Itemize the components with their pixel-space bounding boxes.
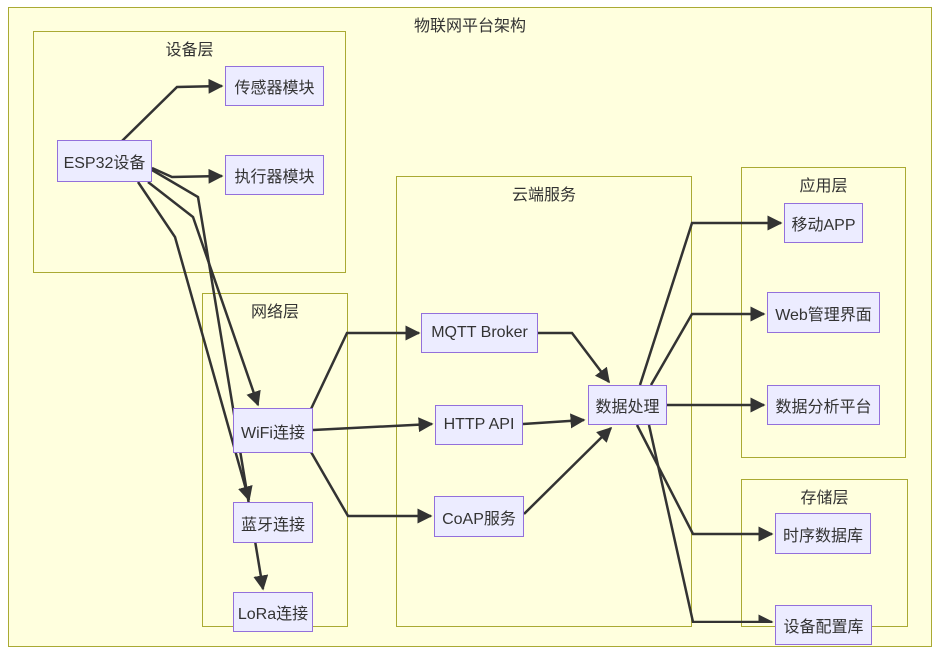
node-device-config-store: 设备配置库 — [775, 605, 872, 645]
group-storage-layer-label: 存储层 — [800, 490, 849, 507]
node-actuator-module: 执行器模块 — [225, 155, 324, 195]
node-web-admin-ui: Web管理界面 — [767, 292, 880, 333]
group-network-layer: 网络层 — [202, 293, 348, 627]
node-http-api: HTTP API — [435, 405, 523, 445]
node-data-processing: 数据处理 — [588, 385, 667, 425]
node-lora-connection: LoRa连接 — [233, 592, 313, 632]
node-esp32-device: ESP32设备 — [57, 140, 152, 182]
node-data-analytics-platform: 数据分析平台 — [767, 385, 880, 425]
node-coap-service: CoAP服务 — [434, 496, 524, 537]
group-device-layer-label: 设备层 — [165, 42, 214, 59]
node-timeseries-database: 时序数据库 — [775, 513, 871, 554]
node-wifi-connection: WiFi连接 — [233, 408, 313, 453]
group-application-layer-label: 应用层 — [799, 178, 848, 195]
node-bluetooth-connection: 蓝牙连接 — [233, 502, 313, 543]
diagram-title: 物联网平台架构 — [413, 18, 526, 35]
node-sensor-module: 传感器模块 — [225, 66, 324, 106]
group-cloud-services-label: 云端服务 — [511, 187, 576, 204]
group-network-layer-label: 网络层 — [250, 304, 299, 321]
node-mobile-app: 移动APP — [784, 203, 863, 243]
node-mqtt-broker: MQTT Broker — [421, 313, 538, 353]
